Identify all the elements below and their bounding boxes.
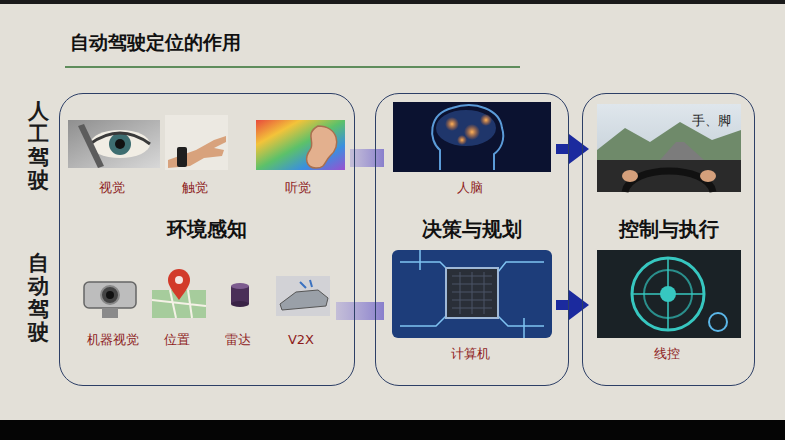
picture-caption: 位置 — [143, 332, 211, 348]
stage-panel: 控制与执行 手、脚线控 — [582, 93, 755, 386]
picture-item: V2X — [266, 273, 336, 349]
map-picture — [152, 269, 206, 318]
hand-picture — [165, 115, 228, 170]
flow-arrow — [556, 134, 589, 164]
picture-caption: 雷达 — [214, 332, 262, 348]
bottom-bar — [0, 420, 785, 440]
stage-panel: 环境感知 视觉触觉听觉机器视觉位置雷达V2X — [59, 93, 355, 386]
flow-band — [336, 302, 384, 320]
flow-band — [350, 149, 384, 167]
picture-item: 手、脚 — [589, 103, 745, 195]
picture-item: 触觉 — [157, 114, 233, 197]
picture-caption: 机器视觉 — [70, 332, 156, 348]
slide-title: 自动驾驶定位的作用 — [70, 30, 241, 56]
picture-item: 机器视觉 — [70, 271, 156, 349]
stage-heading: 决策与规划 — [376, 216, 568, 242]
radar-picture — [231, 283, 249, 307]
picture-caption: 听觉 — [246, 180, 350, 196]
picture-caption: 视觉 — [60, 180, 164, 196]
row-label: 人工驾驶 — [28, 100, 49, 192]
row-label: 自动驾驶 — [28, 252, 49, 344]
picture-item: 雷达 — [214, 279, 262, 349]
picture-caption: 线控 — [589, 346, 745, 362]
picture-item: 视觉 — [60, 119, 164, 197]
picture-caption: 手、脚 — [589, 113, 745, 129]
picture-caption: V2X — [266, 332, 336, 348]
v2x-picture — [276, 276, 330, 316]
picture-item: 计算机 — [384, 247, 556, 363]
chip-picture — [392, 250, 552, 338]
picture-item: 位置 — [143, 269, 211, 349]
picture-caption: 触觉 — [157, 180, 233, 196]
by-wire-picture — [597, 250, 741, 338]
stage-heading: 控制与执行 — [583, 216, 754, 242]
top-strip — [0, 0, 785, 4]
picture-caption: 人脑 — [384, 180, 556, 196]
eye-picture — [68, 120, 160, 168]
flow-arrow — [556, 290, 589, 320]
title-rule — [65, 66, 520, 68]
picture-caption: 计算机 — [384, 346, 556, 362]
picture-item: 人脑 — [384, 101, 556, 197]
picture-item: 听觉 — [246, 119, 350, 197]
stage-panel: 决策与规划 人脑计算机 — [375, 93, 569, 386]
brain-picture — [393, 102, 551, 172]
stage-heading: 环境感知 — [60, 216, 354, 242]
ear-picture — [256, 120, 345, 170]
picture-item: 线控 — [589, 247, 745, 363]
camera-picture — [84, 282, 136, 318]
